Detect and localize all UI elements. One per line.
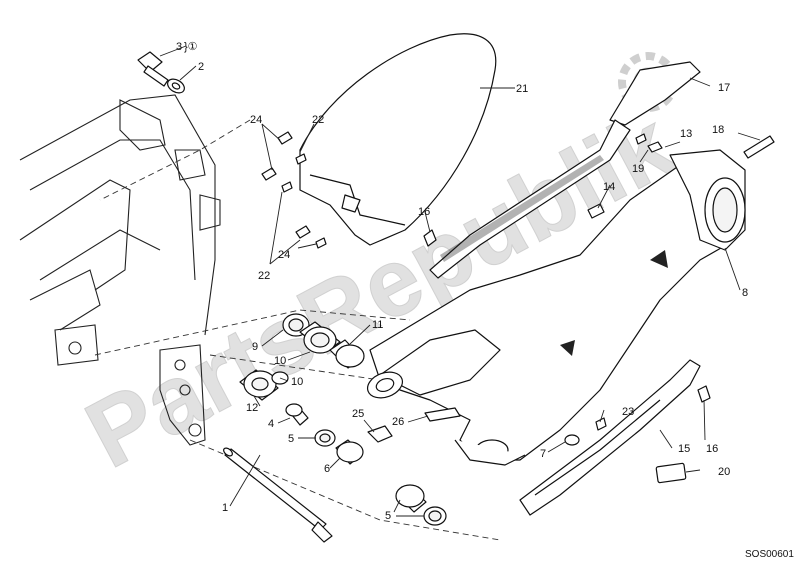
part-12-bearing [239, 369, 279, 401]
part-8-swingarm [366, 149, 746, 466]
callout-4: 4 [268, 418, 274, 430]
callout-22-lower: 22 [258, 270, 270, 282]
leader-lines [159, 45, 761, 517]
callout-6-upper: 6 [324, 463, 330, 475]
part-25-sensor [367, 425, 393, 443]
callout-14: 14 [603, 181, 615, 193]
callout-2: 2 [198, 61, 204, 73]
part-21-mudguard [299, 33, 497, 246]
part-11-bushing [329, 339, 365, 369]
part-5-washer-upper [314, 429, 336, 447]
callout-17: 17 [718, 82, 730, 94]
bearing-set [239, 313, 580, 526]
part-5-washer-lower [423, 506, 447, 526]
part-1-axle [223, 447, 333, 543]
part-2-washer [167, 78, 185, 94]
part-4-pin [285, 403, 309, 426]
callout-25: 25 [352, 408, 364, 420]
callout-3-symbol: }① [184, 41, 198, 53]
callout-23: 23 [622, 406, 634, 418]
part-10-spacer-upper [299, 321, 341, 354]
callout-18: 18 [712, 124, 724, 136]
callout-8: 8 [742, 287, 748, 299]
callout-24-upper: 24 [250, 114, 262, 126]
callout-26: 26 [392, 416, 404, 428]
callout-15: 15 [678, 443, 690, 455]
callout-3: 3 [176, 41, 182, 53]
drawing-code: SOS00601 [745, 549, 794, 560]
callout-1: 1 [222, 502, 228, 514]
callout-5-lower: 5 [385, 510, 391, 522]
part-20-label [655, 462, 687, 484]
part-6-spacer-upper [335, 439, 364, 465]
callout-11: 11 [372, 319, 383, 331]
callout-12: 12 [246, 402, 258, 414]
callout-5-upper: 5 [288, 433, 294, 445]
callout-7: 7 [540, 448, 546, 460]
callout-10-lower: 10 [291, 376, 303, 388]
callout-13: 13 [680, 128, 692, 140]
part-7-plug [564, 434, 580, 446]
part-3-bolt [137, 51, 169, 87]
part-6-spacer-lower [395, 484, 427, 513]
part-15-chain-slider [519, 359, 701, 516]
callout-21: 21 [516, 83, 528, 95]
callout-22-upper: 22 [312, 114, 324, 126]
screws [261, 131, 775, 431]
callout-10-upper: 10 [274, 355, 286, 367]
part-26-clip [424, 407, 461, 422]
frame-outline [19, 94, 501, 541]
callout-labels: 1 2 3 }① 4 5 6 5 7 8 9 10 10 11 12 13 14… [176, 41, 748, 522]
callout-19: 19 [632, 163, 644, 175]
callout-9: 9 [252, 341, 258, 353]
callout-24-lower: 24 [278, 249, 290, 261]
part-17-chain-guard [429, 61, 701, 279]
callout-20: 20 [718, 466, 730, 478]
callout-16-upper: 16 [418, 206, 430, 218]
callout-16-lower: 16 [706, 443, 718, 455]
